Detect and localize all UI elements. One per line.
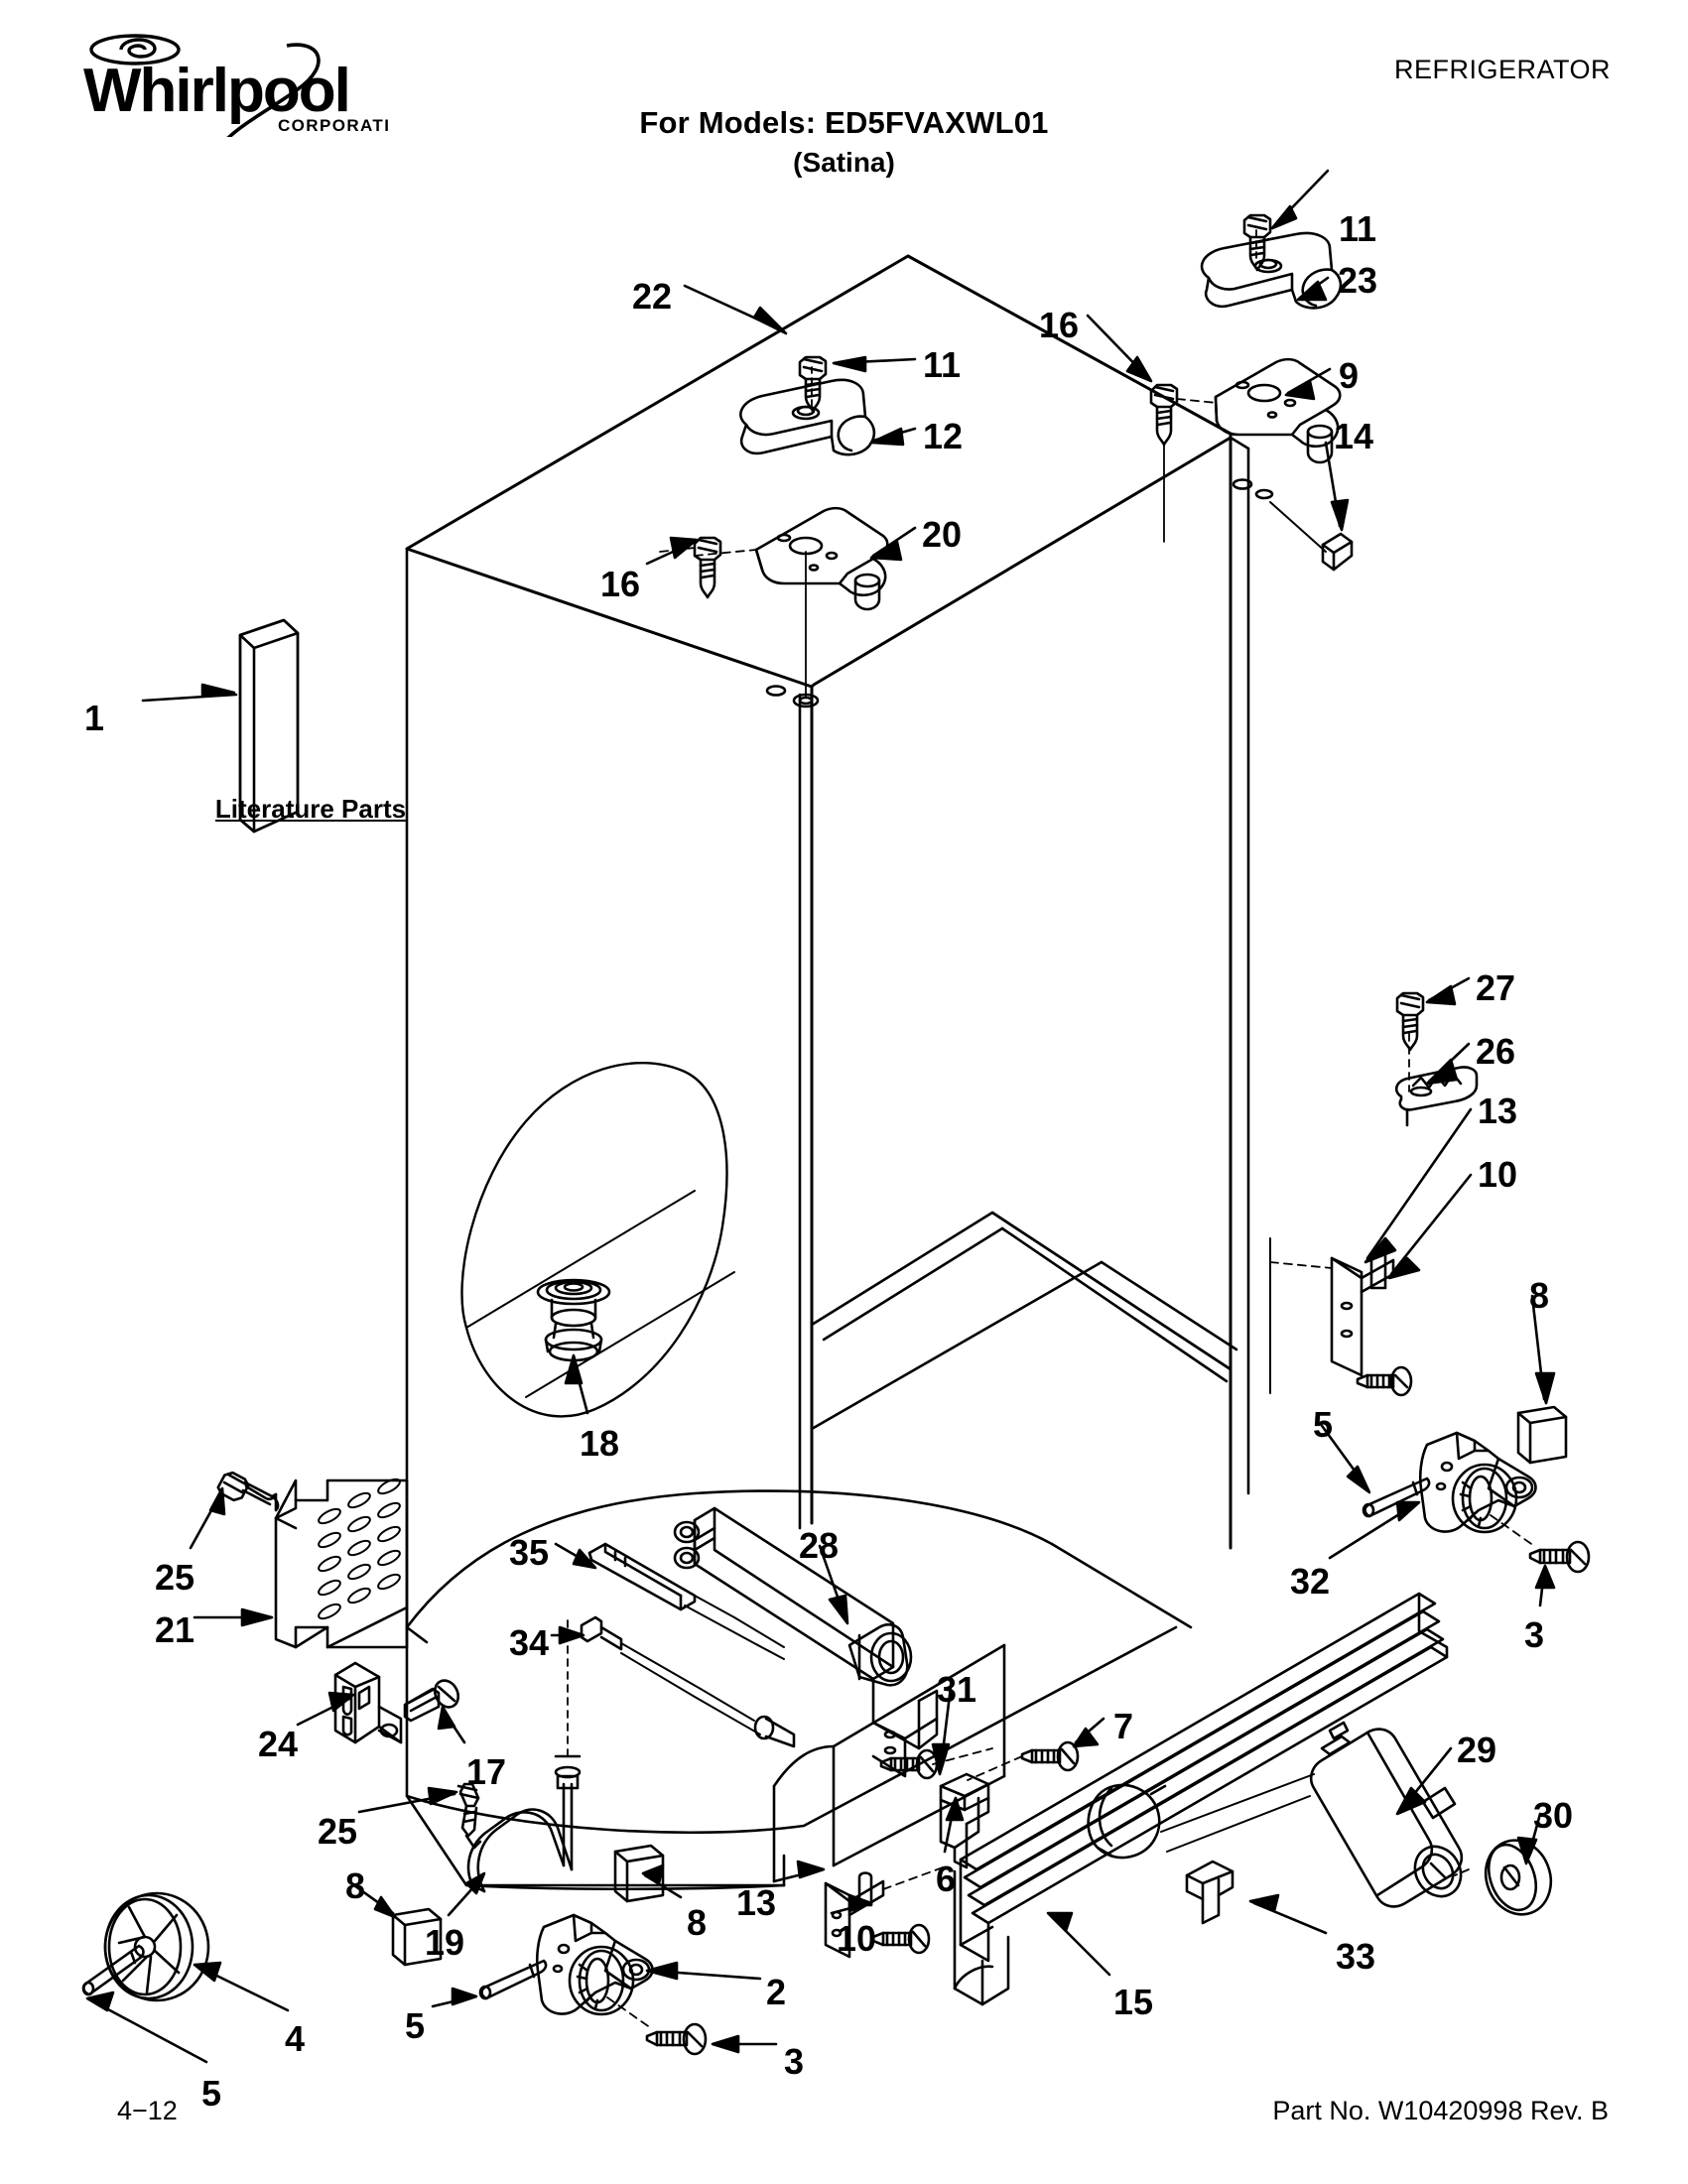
plug-button	[1269, 501, 1354, 572]
top-hinge-right	[1214, 357, 1342, 464]
callout-13-right: 13	[1478, 1091, 1518, 1131]
screw-retainer	[1395, 991, 1425, 1092]
callout-3-right: 3	[1524, 1614, 1545, 1655]
screw-roller-right	[1490, 1514, 1591, 1574]
model-number: ED5FVAXWL01	[825, 105, 1049, 140]
roller-assembly-right	[1418, 1431, 1537, 1534]
callout-4: 4	[285, 2018, 306, 2059]
screw-top-right	[1242, 213, 1272, 272]
callout-22: 22	[632, 276, 673, 317]
model-subtitle: (Satina)	[793, 147, 895, 178]
callout-25-water: 25	[318, 1811, 358, 1852]
leveling-bracket	[333, 1661, 403, 1744]
callout-6: 6	[936, 1859, 957, 1899]
model-title: For Models: ED5FVAXWL01	[0, 105, 1688, 141]
drain-grommet	[460, 1061, 735, 1418]
screw-hinge-left	[659, 536, 722, 599]
grille-clip	[939, 1772, 990, 1869]
svg-text:Whirlpool: Whirlpool	[83, 57, 349, 125]
callout-8-right: 8	[1529, 1275, 1550, 1316]
callout-27: 27	[1476, 967, 1516, 1008]
callout-19: 19	[425, 1922, 465, 1963]
callout-5-right: 5	[1313, 1404, 1334, 1445]
top-hinge-left	[754, 506, 889, 611]
callout-11-top-right: 11	[1339, 208, 1377, 249]
literature-packet	[238, 618, 300, 834]
whirlpool-logo: Whirlpool CORPORATION	[83, 28, 417, 151]
cabinet-shell	[405, 254, 1250, 1644]
callout-20: 20	[922, 514, 963, 555]
base-grille	[953, 1592, 1449, 2006]
bracket-right	[1269, 1237, 1395, 1394]
callout-21: 21	[155, 1609, 195, 1650]
svg-text:CORPORATION: CORPORATION	[278, 116, 391, 135]
spacer-center	[613, 1844, 665, 1903]
callout-leaders	[85, 169, 1556, 2064]
roller-assembly-left	[535, 1913, 654, 2016]
screw-kick-panel	[216, 1471, 280, 1512]
callout-35: 35	[509, 1532, 550, 1573]
screw-bracket-left	[871, 1923, 931, 1955]
callout-30: 30	[1533, 1795, 1574, 1836]
kick-panel-vent	[274, 1477, 409, 1649]
callout-9: 9	[1339, 355, 1360, 396]
callout-25-kick: 25	[155, 1557, 195, 1598]
callout-32: 32	[1290, 1561, 1331, 1602]
callout-24: 24	[258, 1724, 299, 1764]
water-filter	[1160, 1721, 1464, 1908]
callout-1: 1	[84, 698, 105, 738]
callout-33: 33	[1336, 1936, 1376, 1977]
axle-pin-right	[1362, 1477, 1431, 1518]
screw-grille	[967, 1740, 1080, 1781]
literature-parts-caption: Literature Parts	[214, 794, 407, 824]
callout-7: 7	[1113, 1706, 1134, 1746]
filter-cap	[1454, 1839, 1553, 1916]
grille-retainer-clip	[1185, 1860, 1234, 1925]
model-title-prefix: For Models:	[639, 105, 826, 140]
callout-18: 18	[580, 1423, 620, 1464]
callout-13-left: 13	[736, 1882, 777, 1923]
callout-28: 28	[799, 1525, 840, 1566]
water-tube-long	[587, 1542, 785, 1660]
spacer-left	[391, 1907, 443, 1967]
hinge-cover-right	[1200, 231, 1343, 310]
screw-hinge-right	[1149, 383, 1218, 543]
cabinet-lower-body	[405, 1489, 1193, 1891]
footer-part-number: Part No. W10420998 Rev. B	[1272, 2096, 1609, 2125]
water-line-loop	[466, 1618, 582, 1893]
roller-wheel	[103, 1891, 210, 2002]
screw-water-line	[456, 1782, 482, 1850]
callout-3-left: 3	[784, 2041, 805, 2082]
screw-roller-left	[606, 1996, 708, 2056]
callout-8-center: 8	[687, 1902, 708, 1943]
callout-29: 29	[1457, 1730, 1497, 1770]
callout-5-wheel: 5	[201, 2073, 222, 2114]
callout-31: 31	[937, 1669, 977, 1710]
page-category-title: REFRIGERATOR	[1393, 55, 1611, 84]
callout-23: 23	[1338, 260, 1378, 301]
axle-pin-wheel	[81, 1944, 145, 1996]
callout-17: 17	[466, 1751, 507, 1792]
screw-leveling	[403, 1679, 460, 1723]
callout-34: 34	[509, 1622, 550, 1663]
callout-10-right: 10	[1478, 1154, 1518, 1195]
callout-2: 2	[766, 1972, 787, 2012]
callout-16-right: 16	[1039, 305, 1080, 345]
callout-15: 15	[1113, 1982, 1154, 2022]
screw-bracket-right	[1356, 1365, 1413, 1397]
callout-12: 12	[923, 416, 964, 456]
screw-top-left	[798, 355, 828, 413]
footer-page-number: 4−12	[117, 2096, 178, 2125]
spacer-right	[1516, 1405, 1568, 1465]
callout-5-left: 5	[405, 2005, 426, 2046]
water-tube-short	[580, 1615, 796, 1748]
callout-11-top-left: 11	[923, 344, 962, 385]
callout-8-left: 8	[345, 1865, 366, 1906]
callout-16-left: 16	[600, 564, 641, 604]
callout-10-left: 10	[837, 1918, 877, 1959]
axle-pin-left	[478, 1959, 548, 2000]
callout-14: 14	[1334, 416, 1374, 456]
callout-26: 26	[1476, 1031, 1516, 1072]
